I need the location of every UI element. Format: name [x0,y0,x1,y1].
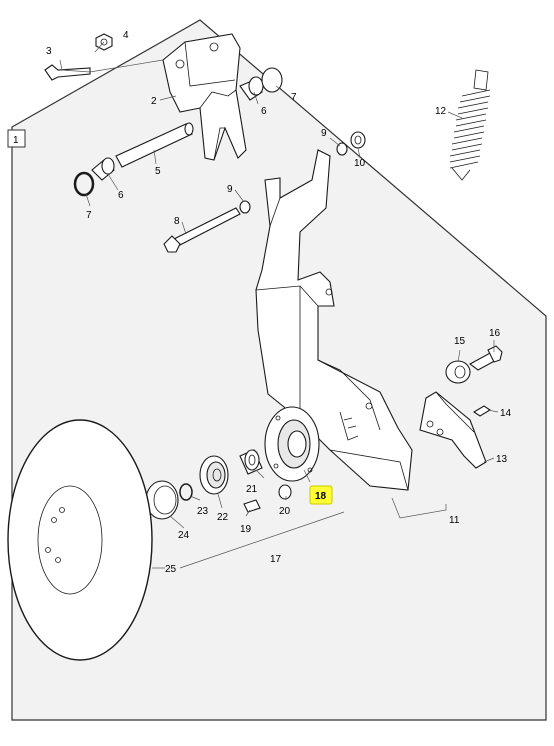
label-part-22[interactable]: 22 [217,512,229,523]
bolt-part-19 [243,499,261,513]
o-ring-part-7-lower [73,171,95,197]
label-part-19[interactable]: 19 [240,524,252,535]
bracket-part-2 [162,33,247,161]
label-part-7-lower[interactable]: 7 [86,210,92,221]
label-part-13[interactable]: 13 [496,454,508,465]
label-part-15[interactable]: 15 [454,336,466,347]
disc-part-25 [7,419,153,661]
label-part-8[interactable]: 8 [174,216,180,227]
spring-part-12 [449,69,491,181]
highlight-box-part-18 [309,485,333,505]
bearing-part-22 [199,455,229,495]
bushing-part-6-lower [91,157,115,181]
spacer-part-20 [278,484,292,500]
label-part-23[interactable]: 23 [197,506,209,517]
bolt-part-8 [163,207,241,253]
washer-part-9-lower [239,200,251,214]
label-part-5[interactable]: 5 [155,166,161,177]
panel-number: 1 [13,135,19,146]
sleeve-part-21 [239,449,263,475]
bolt-part-14 [472,405,492,417]
hub-part-18 [264,406,320,482]
label-part-2[interactable]: 2 [151,96,157,107]
label-part-21[interactable]: 21 [246,484,258,495]
leader-lines [59,41,499,569]
shaft-part-5 [115,122,194,168]
nut-part-10 [350,131,366,149]
panel-number-box: 1 [7,129,26,148]
label-part-25[interactable]: 25 [165,564,177,575]
cap-part-24 [145,480,179,520]
label-part-9-lower[interactable]: 9 [227,184,233,195]
label-part-16[interactable]: 16 [489,328,501,339]
bolt-part-3 [44,64,91,81]
label-part-7-upper[interactable]: 7 [291,92,297,103]
label-part-3[interactable]: 3 [46,46,52,57]
shank-arm [255,149,413,491]
label-part-11[interactable]: 11 [449,515,460,526]
label-part-4[interactable]: 4 [123,30,129,41]
snap-ring-part-23 [179,483,193,501]
label-part-10[interactable]: 10 [354,158,366,169]
label-part-18[interactable]: 18 [315,491,327,502]
nut-part-15 [445,360,471,384]
o-ring-part-7-upper [261,67,283,93]
scraper-part-13 [419,391,487,469]
label-part-20[interactable]: 20 [279,506,291,517]
label-part-6-upper[interactable]: 6 [261,106,267,117]
label-part-14[interactable]: 14 [500,408,512,419]
part-labels[interactable]: 3 4 2 6 7 5 6 7 9 10 9 8 12 15 16 14 13 … [46,30,512,575]
label-part-24[interactable]: 24 [178,530,190,541]
label-part-6-lower[interactable]: 6 [118,190,124,201]
label-part-17[interactable]: 17 [270,554,282,565]
label-part-12[interactable]: 12 [435,106,447,117]
bolt-part-16 [468,345,503,371]
label-part-9-upper[interactable]: 9 [321,128,327,139]
